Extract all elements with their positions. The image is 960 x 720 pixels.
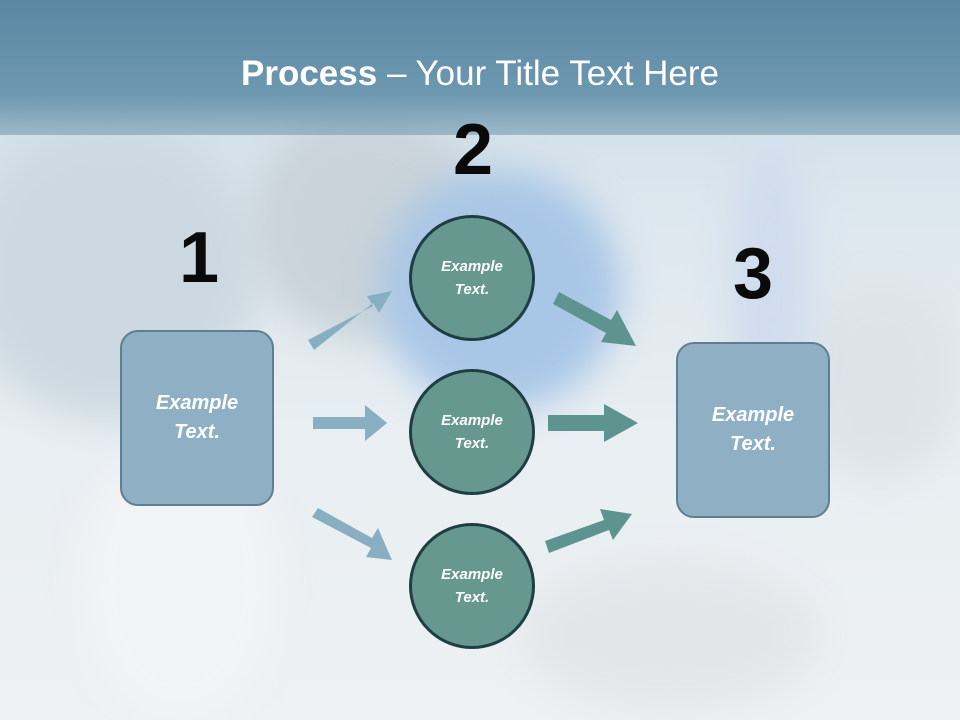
slide-title: Process – Your Title Text Here [0,52,960,96]
left-box-line1: Example [155,392,239,414]
arrows-to-right-box [545,292,638,553]
step-number-3: 3 [732,234,774,314]
circle-2-line2: Text. [454,435,490,452]
arrow-to-circle-1 [308,291,392,350]
circle-3-line1: Example [441,566,503,583]
arrow-to-circle-2 [313,405,387,441]
title-bold: Process [241,54,378,93]
title-rest: – Your Title Text Here [377,54,719,93]
circle-node-2: Example Text. [409,369,535,495]
arrow-from-circle-3 [545,509,632,553]
arrow-from-circle-2 [548,404,638,442]
right-box-line1: Example [711,404,795,426]
circle-node-1: Example Text. [409,215,535,341]
circle-node-3: Example Text. [409,523,535,649]
circle-1-line2: Text. [454,281,490,298]
arrow-from-circle-1 [553,292,636,346]
circle-1-line1: Example [441,258,503,275]
step-number-1: 1 [178,218,220,298]
circle-2-line1: Example [441,412,503,429]
right-step-box: Example Text. [676,342,830,518]
arrow-to-circle-3 [312,508,392,560]
circle-3-line2: Text. [454,589,490,606]
header-band [0,0,960,135]
left-step-box: Example Text. [120,330,274,506]
right-box-line2: Text. [730,433,776,455]
left-box-line2: Text. [174,421,220,443]
step-number-2: 2 [452,110,494,190]
arrows-to-circles [308,291,392,560]
